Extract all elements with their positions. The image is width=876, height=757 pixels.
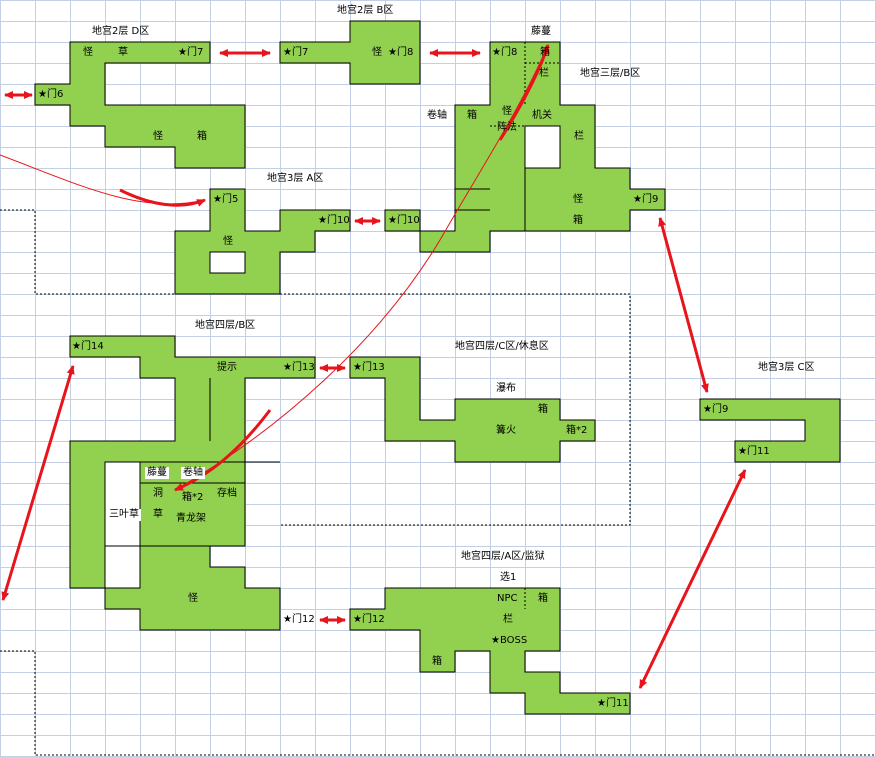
chest-mark: 箱 (467, 110, 477, 121)
door-8b-label: ★门8 (492, 47, 518, 58)
room-floor2-d (34, 41, 246, 169)
door-14-label: ★门14 (72, 341, 104, 352)
chest-mark: 箱 (197, 131, 207, 142)
monster-mark: 怪 (372, 47, 382, 58)
azure-dragon-stand-mark: 青龙架 (176, 513, 206, 524)
herb-mark: 草 (118, 47, 128, 58)
chest-mark: 箱 (538, 404, 548, 415)
chest-mark: 箱 (540, 47, 550, 58)
monster-mark: 怪 (83, 47, 93, 58)
save-mark: 存档 (217, 488, 237, 499)
array-mark: 阵法 (497, 122, 517, 133)
chest-mark: 箱 (573, 215, 583, 226)
vine-label: 藤蔓 (145, 467, 169, 479)
connectors (1, 49, 747, 689)
door-12b-label: ★门12 (353, 614, 385, 625)
zone-title-floor4-c: 地宫四层/C区/休息区 (455, 341, 549, 352)
door-11-label: ★门11 (738, 446, 770, 457)
door-12-label: ★门12 (283, 614, 315, 625)
waterfall-label: 瀑布 (494, 383, 518, 395)
chest-mark: 箱 (538, 593, 548, 604)
zone-title-floor3-a: 地宫3层 A区 (267, 173, 324, 184)
scroll-label: 卷轴 (181, 467, 205, 479)
door-9-label: ★门9 (633, 194, 659, 205)
door-6-label: ★门6 (38, 89, 64, 100)
door-13b-label: ★门13 (353, 362, 385, 373)
fence-mark: 栏 (574, 131, 584, 142)
hint-mark: 提示 (217, 362, 237, 373)
door-7b-label: ★门7 (283, 47, 309, 58)
room-floor3-b (384, 41, 666, 253)
chest-mark: 箱 (432, 656, 442, 667)
boss-mark: ★BOSS (491, 635, 528, 646)
zone-title-floor2-d: 地宫2层 D区 (92, 26, 150, 37)
door-8-label: ★门8 (388, 47, 414, 58)
vine-label: 藤蔓 (529, 26, 553, 38)
chest-x2-mark: 箱*2 (566, 425, 588, 436)
room-floor3-a (174, 188, 351, 295)
zone-title-floor3-c: 地宫3层 C区 (758, 362, 815, 373)
monster-mark: 怪 (223, 236, 233, 247)
curved-arrows (0, 44, 550, 492)
zone-title-floor2-b: 地宫2层 B区 (337, 5, 394, 16)
monster-mark: 怪 (153, 131, 163, 142)
zone-title-floor4-a: 地宫四层/A区/监狱 (461, 551, 545, 562)
room-floor3-c (699, 398, 841, 463)
choice-label: 选1 (498, 572, 519, 584)
cave-mark: 洞 (153, 488, 163, 499)
door-10-label: ★门10 (318, 215, 350, 226)
room-floor2-b (279, 20, 421, 85)
zone-title-floor4-b: 地宫四层/B区 (195, 320, 256, 331)
herb-mark: 草 (153, 509, 163, 520)
door-9b-label: ★门9 (703, 404, 729, 415)
npc-mark: NPC (497, 593, 518, 604)
monster-mark: 怪 (188, 593, 198, 604)
fence-mark: 栏 (539, 68, 549, 79)
zone-outlines (0, 209, 876, 756)
door-5-label: ★门5 (213, 194, 239, 205)
scroll-label: 卷轴 (425, 110, 449, 122)
chest-x2-mark: 箱*2 (182, 492, 204, 503)
mechanism-mark: 机关 (532, 110, 552, 121)
monster-mark: 怪 (502, 106, 512, 117)
room-floor4-a (349, 587, 631, 715)
door-11b-label: ★门11 (597, 698, 629, 709)
door-10b-label: ★门10 (388, 215, 420, 226)
door-13-label: ★门13 (283, 362, 315, 373)
door-7-label: ★门7 (178, 47, 204, 58)
three-leaf-herb-label: 三叶草 (107, 509, 141, 521)
fence-mark: 栏 (503, 614, 513, 625)
bonfire-mark: 篝火 (496, 425, 516, 436)
room-floor4-c (349, 356, 596, 463)
monster-mark: 怪 (573, 194, 583, 205)
zone-title-floor3-b: 地宫三层/B区 (580, 68, 641, 79)
